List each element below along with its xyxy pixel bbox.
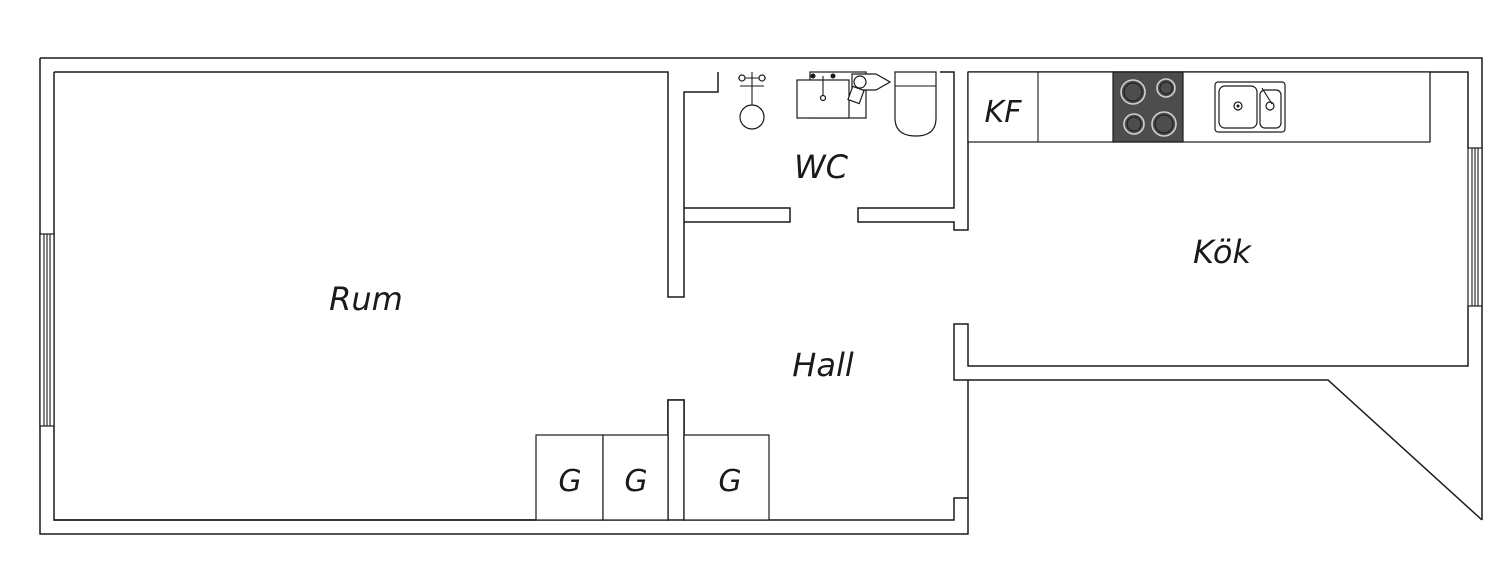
room-label-wc: WC [794,148,849,186]
room-label-rum: Rum [329,280,403,318]
toilet-icon [894,71,937,137]
room-label-kok: Kök [1193,233,1252,271]
wardrobe-label: G [558,464,581,499]
kitchen-sink-icon [1214,81,1286,133]
wardrobe-2: G [602,434,669,521]
hall-partitions [667,399,685,521]
stove-icon [1112,71,1184,143]
shower-icon [738,72,766,130]
window-kok [1467,147,1483,307]
wc-walls [684,71,969,231]
wardrobe-3: G [683,434,770,521]
washer-icon [847,73,892,105]
room-label-hall: Hall [792,346,854,384]
wardrobe-label: G [624,464,647,499]
kitchen-counter [967,71,1431,143]
window-rum [39,233,55,427]
fridge-freezer: KF [985,95,1023,130]
wardrobe-1: G [535,434,604,521]
wardrobe-label: G [718,464,741,499]
kf-label: KF [985,95,1023,130]
